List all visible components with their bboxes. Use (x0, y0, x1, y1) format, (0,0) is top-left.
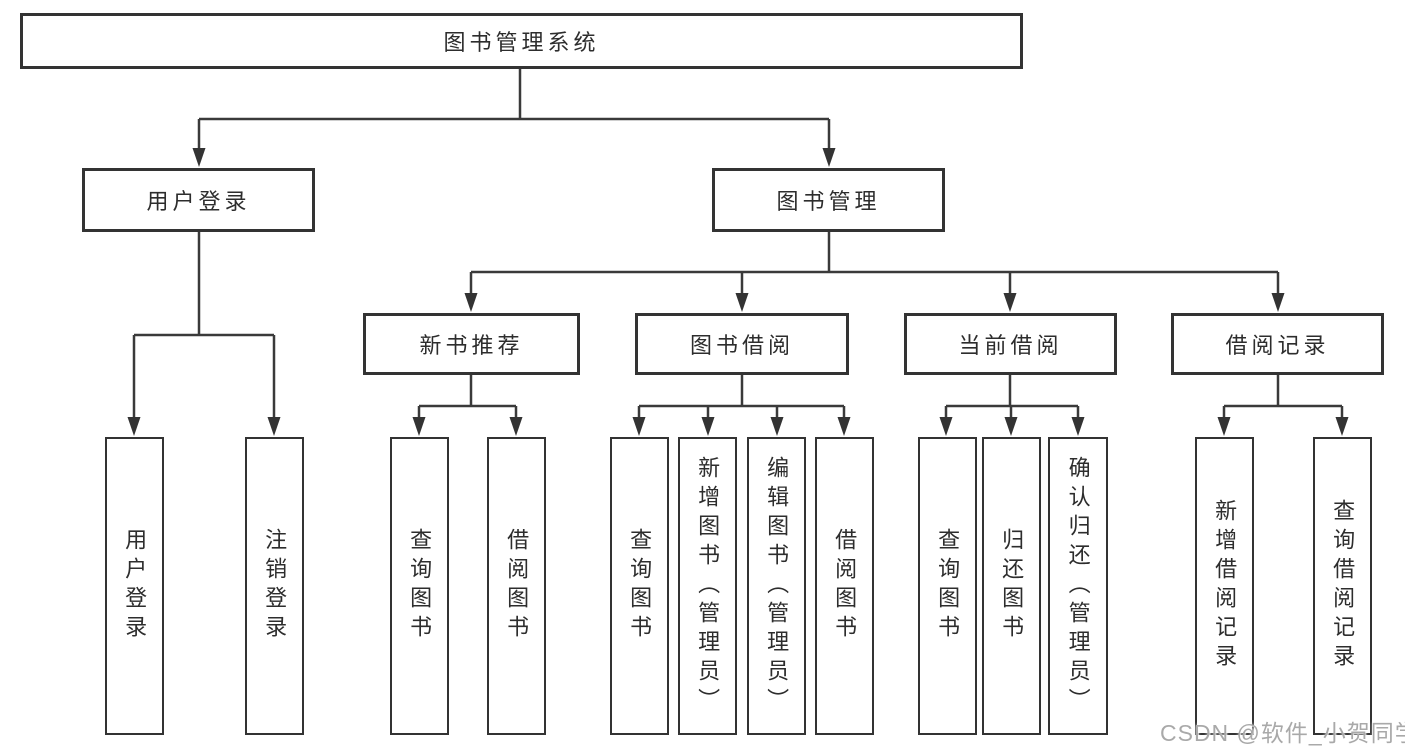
node-book-management-label: 图书管理 (776, 189, 881, 214)
node-current-borrowing: 当前借阅 (904, 313, 1117, 375)
leaf-query-borrow-record-label: 查询借阅记录 (1330, 499, 1356, 673)
node-library-system: 图书管理系统 (20, 13, 1023, 69)
node-book-management: 图书管理 (712, 168, 945, 232)
leaf-add-borrow-record: 新增借阅记录 (1195, 437, 1254, 735)
node-book-borrowing: 图书借阅 (635, 313, 849, 375)
connector-user-login (132, 232, 276, 418)
connector-root (197, 69, 831, 149)
leaf-confirm-return-admin: 确认归还（管理员） (1048, 437, 1108, 735)
leaf-query-books-borrowing: 查询图书 (610, 437, 669, 735)
leaf-query-books-borrowing-label: 查询图书 (627, 528, 653, 644)
leaf-return-books-label: 归还图书 (999, 528, 1025, 644)
leaf-add-books-admin: 新增图书（管理员） (678, 437, 737, 735)
leaf-user-login-label: 用户登录 (122, 528, 148, 644)
node-library-system-label: 图书管理系统 (443, 30, 600, 55)
leaf-query-books-current: 查询图书 (918, 437, 977, 735)
connector-current (944, 375, 1080, 418)
node-borrowing-records-label: 借阅记录 (1225, 333, 1330, 358)
leaf-add-books-admin-label: 新增图书（管理员） (695, 455, 721, 717)
node-user-login: 用户登录 (82, 168, 315, 232)
leaf-query-books-recommend-label: 查询图书 (407, 528, 433, 644)
node-book-borrowing-label: 图书借阅 (689, 333, 794, 358)
leaf-query-borrow-record: 查询借阅记录 (1313, 437, 1372, 735)
leaf-query-books-recommend: 查询图书 (390, 437, 449, 735)
leaf-logout-label: 注销登录 (262, 528, 288, 644)
leaf-borrow-books-borrowing-label: 借阅图书 (832, 528, 858, 644)
leaf-edit-books-admin: 编辑图书（管理员） (747, 437, 806, 735)
leaf-borrow-books-recommend: 借阅图书 (487, 437, 546, 735)
leaf-borrow-books-recommend-label: 借阅图书 (504, 528, 530, 644)
leaf-add-borrow-record-label: 新增借阅记录 (1212, 499, 1238, 673)
node-new-book-recommendation-label: 新书推荐 (419, 333, 524, 358)
node-current-borrowing-label: 当前借阅 (958, 333, 1063, 358)
leaf-return-books: 归还图书 (982, 437, 1041, 735)
leaf-user-login: 用户登录 (105, 437, 164, 735)
connector-borrowing (637, 375, 846, 418)
connector-book-mgmt (469, 232, 1280, 294)
leaf-confirm-return-admin-label: 确认归还（管理员） (1065, 455, 1091, 717)
leaf-query-books-current-label: 查询图书 (935, 528, 961, 644)
arrowheads (127, 148, 1349, 436)
connector-recommend (417, 375, 518, 418)
leaf-edit-books-admin-label: 编辑图书（管理员） (764, 455, 790, 717)
node-new-book-recommendation: 新书推荐 (363, 313, 580, 375)
leaf-logout: 注销登录 (245, 437, 304, 735)
leaf-borrow-books-borrowing: 借阅图书 (815, 437, 874, 735)
watermark: CSDN @软件_小贺同学 (1160, 720, 1405, 746)
connector-records (1222, 375, 1344, 418)
node-borrowing-records: 借阅记录 (1171, 313, 1384, 375)
node-user-login-label: 用户登录 (146, 189, 251, 214)
